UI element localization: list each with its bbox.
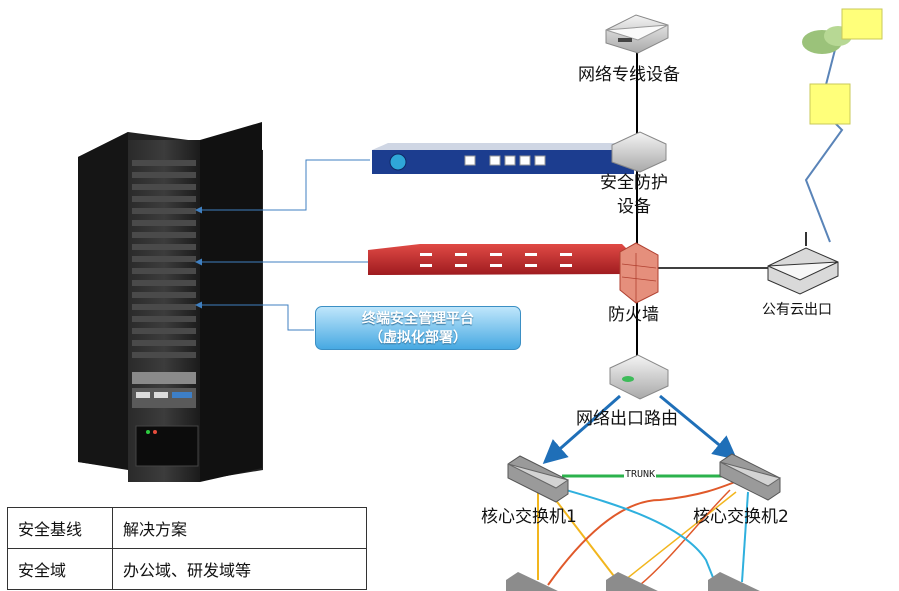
note-box-top — [841, 8, 883, 40]
dedicated-line-device-icon — [605, 14, 669, 54]
platform-callout: 终端安全管理平台 （虚拟化部署） — [315, 306, 521, 350]
core-switch-1-icon — [507, 455, 570, 503]
table-cell: 办公域、研发域等 — [112, 548, 367, 590]
table-row: 安全基线 解决方案 — [7, 507, 367, 549]
yellow-link-b — [547, 489, 621, 585]
firewall-icon — [619, 242, 659, 304]
table-row: 安全域 办公域、研发域等 — [7, 548, 367, 590]
orange-link-a — [547, 479, 741, 586]
wireless-link-line — [804, 37, 844, 243]
exit-router-icon — [609, 354, 669, 400]
public-cloud-router-icon — [767, 232, 839, 295]
security-device-icon — [611, 131, 667, 173]
firewall-label: 防火墙 — [608, 305, 659, 325]
server-rack-icon — [78, 122, 263, 482]
cyan-link-a — [551, 485, 717, 586]
core-switch-2-icon — [719, 453, 782, 501]
router-label: 网络出口路由 — [576, 409, 678, 429]
table-cell: 安全基线 — [7, 507, 113, 549]
platform-subtitle: （虚拟化部署） — [369, 330, 467, 346]
yellow-link-c — [619, 491, 737, 585]
note-box-middle — [809, 83, 851, 125]
table-cell: 解决方案 — [112, 507, 367, 549]
security-device-label: 安全防护 设备 — [597, 173, 671, 217]
core-switch-1-label: 核心交换机1 — [481, 507, 577, 527]
trunk-label: TRUNK — [624, 469, 657, 480]
cyan-link-b — [741, 491, 749, 583]
core-switch-2-label: 核心交换机2 — [693, 507, 789, 527]
router-switch1-link — [542, 394, 621, 464]
router-switch2-link — [659, 394, 738, 460]
security-device-label-line2: 设备 — [617, 196, 651, 217]
security-appliance-icon — [372, 143, 634, 174]
baseline-table: 安全基线 解决方案 安全域 办公域、研发域等 — [7, 507, 367, 590]
access-switch-icons — [506, 572, 760, 591]
table-cell: 安全域 — [7, 548, 113, 590]
firewall-appliance-icon — [368, 244, 630, 275]
public-cloud-label: 公有云出口 — [762, 302, 832, 318]
security-device-label-line1: 安全防护 — [600, 173, 668, 193]
platform-title: 终端安全管理平台 — [362, 311, 474, 327]
dedicated-line-label: 网络专线设备 — [578, 65, 680, 85]
